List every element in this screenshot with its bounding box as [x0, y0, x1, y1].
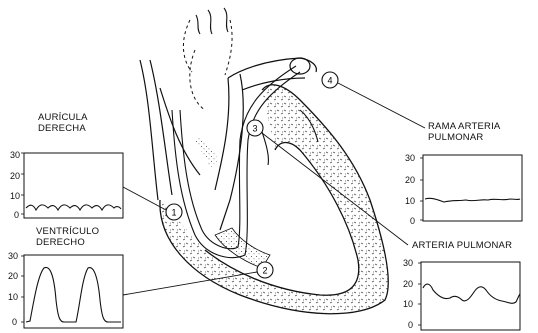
- svg-text:3: 3: [252, 124, 257, 134]
- svg-text:4: 4: [327, 76, 332, 86]
- svg-text:2: 2: [262, 266, 267, 276]
- arteria-pressure-trace: [423, 284, 520, 303]
- myocardium: [160, 85, 388, 314]
- ventriculo-panel: [21, 255, 123, 328]
- callout-1: 1: [166, 204, 182, 220]
- auricula-pressure-trace: [26, 205, 121, 210]
- ventriculo-pressure-trace: [26, 267, 121, 322]
- rama-pressure-trace: [425, 198, 520, 202]
- dashed-vessels: [183, 20, 232, 110]
- valve-area: [195, 136, 218, 168]
- auricula-panel: [21, 153, 123, 218]
- callout-2: 2: [257, 262, 273, 278]
- arteria-panel: [418, 262, 520, 330]
- svg-text:1: 1: [171, 208, 176, 218]
- callout-3: 3: [247, 120, 263, 136]
- rama-panel: [420, 155, 522, 221]
- callout-4: 4: [322, 72, 338, 88]
- top-squiggles: [196, 8, 228, 34]
- great-vessels: [140, 58, 316, 230]
